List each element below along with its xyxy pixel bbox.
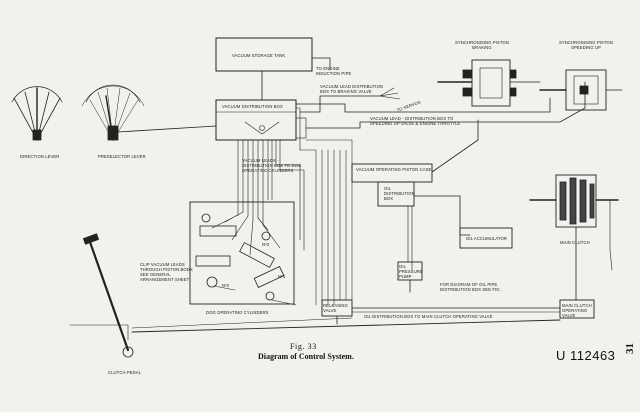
label-preselector-lever: Preselector Lever [98,154,146,159]
label-clutch-pedal: Clutch Pedal [108,370,142,375]
label-no3: Nº3 [262,242,270,247]
label-sync-piston-braking: Synchronising Piston Braking [454,40,510,50]
label-clip-note: Clip Vacuum Leads Through Piston Body, S… [140,262,194,282]
label-oil-distribution-note: Oil Distribution Box to Main Clutch Oper… [364,314,493,319]
label-main-clutch: Main Clutch [560,240,590,245]
vacuum-storage-tank [215,37,313,72]
preselector-link [117,125,217,133]
clutch-pedal [69,233,134,358]
direction-lever [11,86,63,141]
synchronising-piston-braking [437,59,541,107]
oil-pressure-pump [397,261,423,293]
label-dog-operating-cylinders: Dog Operating Cylinders [206,310,269,315]
label-induction-pipe: To Engine Induction Pipe [316,66,352,76]
main-clutch [529,174,619,271]
label-no4: Nº4 [278,274,286,279]
accumulator-lead [413,195,471,236]
label-vacuum-distribution-box: Vacuum Distribution Box [222,104,283,109]
label-direction-lever: Direction Lever [20,154,60,159]
oil-accumulator [459,227,513,249]
label-sync-piston-speeding: Synchronising Piston Speeding Up [558,40,614,50]
plate-code: U 112463 [556,348,616,363]
page-number: 31 [624,343,636,354]
braking-lead [295,97,551,113]
figure-number: Fig. 33 [290,342,317,351]
dog-cylinder-assembly [189,139,297,306]
label-main-clutch-valve: Main Clutch Operating Valve [562,303,592,318]
piston-case-link [431,119,479,173]
label-oil-accumulator: Oil Accumulator [466,236,507,241]
label-dog-leads: Vacuum Leads - Distribution Box to Dog O… [242,158,302,173]
label-vacuum-storage-tank: Vacuum Storage Tank [232,53,286,58]
label-no2: Nº2 [222,283,230,288]
main-clutch-operating-valve [559,299,595,319]
label-speeding-lead: Vacuum Lead - Distribution Box to Speedi… [370,116,461,126]
synchronising-piston-speeding-up [539,69,623,111]
figure-title: Diagram of Control System. [258,352,354,361]
label-oil-diagram-note: For Diagram of Oil Pipe Distribution Box… [440,282,501,292]
label-releasing-valve: Releasing Valve [323,303,348,313]
induction-pipe [311,57,331,71]
label-vacuum-op-piston-case: Vacuum Operating Piston Case [356,167,432,172]
label-oil-pressure-pump: Oil Pressure Pump [399,264,423,279]
oil-distribution-box [351,163,433,207]
speeding-lead [305,81,586,129]
label-braking-lead: Vacuum Lead Distribution Box to Braking … [320,84,384,94]
clutch-pedal-rod [131,319,561,333]
servo-lead [299,95,381,113]
label-oil-distribution-box: Oil Distribution Box [384,186,415,201]
preselector-lever [81,84,145,141]
